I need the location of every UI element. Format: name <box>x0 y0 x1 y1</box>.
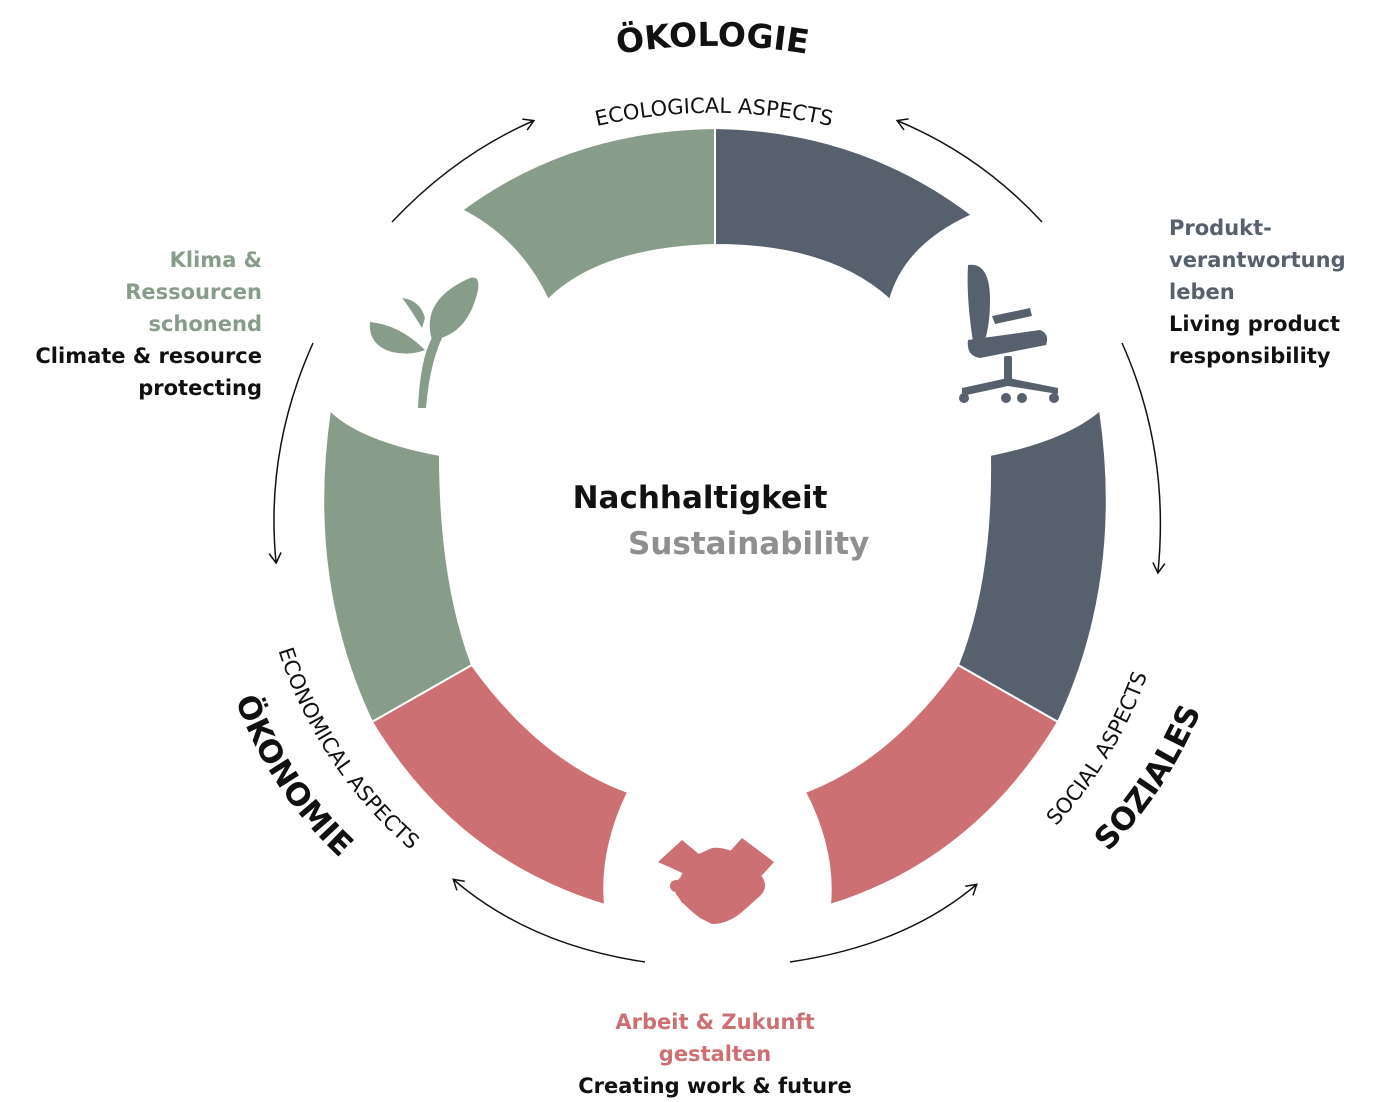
plant-sprout-icon <box>369 277 479 408</box>
node-product-en-line: Living product <box>1169 312 1341 336</box>
node-work-de-line: Arbeit & Zukunft <box>615 1010 815 1034</box>
center-subtitle: Sustainability <box>628 526 870 562</box>
node-climate-de-line: Ressourcen <box>125 280 262 304</box>
node-work-en-line: Creating work & future <box>578 1074 852 1098</box>
ring-segment-ecology-left <box>322 407 474 724</box>
arrow-bottom-right <box>789 883 978 963</box>
node-label-climate: Klima & Ressourcen schonend Climate & re… <box>20 244 262 404</box>
node-product-de-line: Produkt- <box>1169 216 1272 240</box>
node-climate-en-line: protecting <box>138 376 262 400</box>
office-chair-icon <box>959 264 1059 403</box>
node-product-de-line: leben <box>1169 280 1235 304</box>
node-climate-de-line: Klima & <box>169 248 262 272</box>
ring-segment-economy-right <box>803 663 1060 907</box>
node-product-en-line: responsibility <box>1169 344 1331 368</box>
arrow-right <box>1121 342 1166 575</box>
pillar-title-ecology: ÖKOLOGIE <box>613 15 811 62</box>
ring-segment-economy-left <box>370 663 630 907</box>
ring-segment-social-top <box>714 126 974 302</box>
handshake-icon <box>658 838 774 924</box>
node-climate-en-line: Climate & resource <box>35 344 262 368</box>
arrow-bottom-left <box>452 878 646 963</box>
arrow-top-right <box>895 118 1043 223</box>
ring <box>322 126 1108 907</box>
ring-segment-social-right <box>956 408 1108 724</box>
cycle-arrows <box>268 118 1166 963</box>
node-climate-de-line: schonend <box>148 312 262 336</box>
arrow-left <box>268 342 314 565</box>
center-title: Nachhaltigkeit <box>572 480 828 516</box>
pillar-subtitle-ecology: ECOLOGICAL ASPECTS <box>593 94 836 131</box>
ring-segment-ecology-top <box>460 126 716 302</box>
arrow-top-left <box>391 118 536 223</box>
node-label-product: Produkt- verantwortung leben Living prod… <box>1169 212 1369 372</box>
node-work-de-line: gestalten <box>658 1042 772 1066</box>
node-product-de-line: verantwortung <box>1169 248 1346 272</box>
node-label-work: Arbeit & Zukunft gestalten Creating work… <box>520 1006 910 1102</box>
